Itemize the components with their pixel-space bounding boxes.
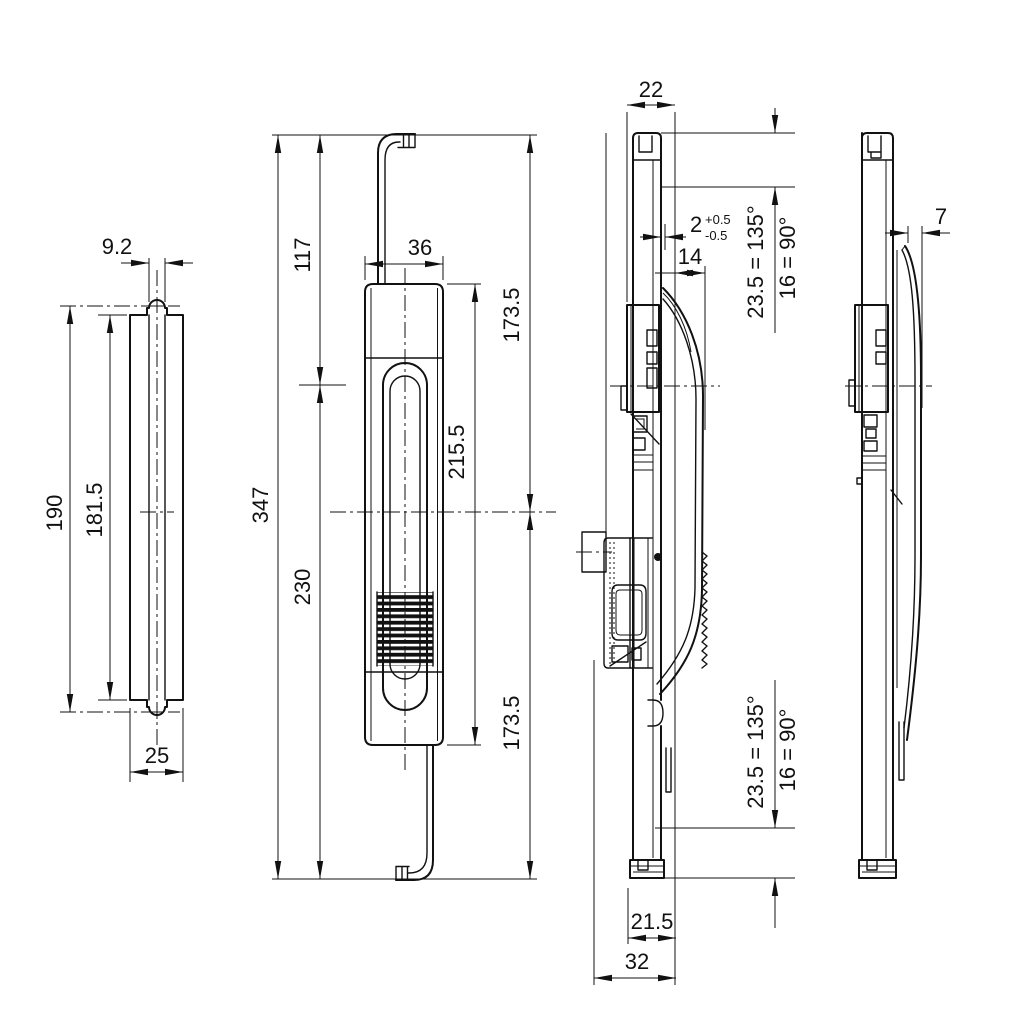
dim-outer-height: 190 bbox=[42, 495, 67, 532]
view-lock-front: 347 117 230 36 215.5 173.5 173.5 bbox=[248, 133, 556, 881]
plate-channel-lines bbox=[148, 314, 166, 701]
side-plate-cap bbox=[632, 132, 662, 161]
closed-plate-cap bbox=[861, 132, 894, 161]
side-pin-lug bbox=[647, 699, 664, 727]
dim-housing-width: 36 bbox=[408, 235, 432, 260]
view-plate-front: 9.2 190 181.5 25 bbox=[42, 234, 193, 782]
dim-protrusion-top-135: 23.5 = 135° bbox=[743, 205, 768, 318]
closed-foot bbox=[858, 859, 897, 879]
dim-handle-distance: 14 bbox=[678, 244, 702, 269]
closed-left-lug bbox=[848, 379, 856, 407]
dim-housing-height: 215.5 bbox=[444, 424, 469, 479]
dim-plate-width: 25 bbox=[145, 743, 169, 768]
dim-slot-width: 9.2 bbox=[102, 234, 133, 259]
dim-handle-protrusion: 7 bbox=[935, 204, 947, 229]
side-housing bbox=[626, 304, 660, 413]
side-foot bbox=[629, 859, 665, 879]
closed-housing bbox=[854, 304, 889, 413]
dim-lower-half: 173.5 bbox=[499, 695, 524, 750]
dim-gap-value: 2 bbox=[690, 212, 702, 237]
latch-slot bbox=[611, 584, 647, 641]
plate-outline bbox=[129, 299, 184, 716]
rod-tip-edge bbox=[665, 747, 672, 793]
dim-gap-tol-plus: +0.5 bbox=[705, 212, 731, 227]
dim-overall-depth: 32 bbox=[625, 949, 649, 974]
dim-upper-half: 173.5 bbox=[499, 287, 524, 342]
dim-upper-rod: 117 bbox=[290, 237, 315, 272]
dim-depth: 22 bbox=[639, 77, 663, 102]
dim-protrusion-bottom-90: 16 = 90° bbox=[775, 709, 800, 792]
closed-plate-edges bbox=[861, 132, 894, 861]
slot-outline bbox=[382, 362, 428, 711]
dim-inner-height: 181.5 bbox=[82, 482, 107, 537]
dim-overall-height: 347 bbox=[248, 487, 273, 524]
housing-outline bbox=[364, 283, 444, 746]
dim-protrusion-bottom-135: 23.5 = 135° bbox=[743, 695, 768, 808]
rivet-head bbox=[654, 553, 662, 561]
upper-hook-end bbox=[397, 133, 416, 149]
plate-centerline bbox=[60, 270, 180, 745]
lower-hook-end bbox=[395, 865, 410, 881]
view-lock-side-open: 22 2 +0.5 -0.5 14 23.5 = 135° 16 = 90° 2… bbox=[576, 77, 800, 985]
lower-rod bbox=[395, 744, 434, 881]
closed-rod-tip bbox=[898, 721, 905, 781]
clamp-block bbox=[581, 531, 607, 573]
upper-rod bbox=[377, 133, 416, 285]
view-lock-side-closed: 7 bbox=[845, 132, 950, 879]
handle-bow-closed bbox=[904, 245, 922, 741]
handle-bow-open bbox=[659, 287, 704, 695]
dim-lower-section: 230 bbox=[290, 569, 315, 606]
dim-gap-tol-minus: -0.5 bbox=[705, 228, 727, 243]
handle-serration bbox=[701, 551, 708, 669]
dim-protrusion-top-90: 16 = 90° bbox=[775, 217, 800, 300]
dim-foot-depth: 21.5 bbox=[631, 909, 674, 934]
side-plate-edges bbox=[632, 159, 662, 861]
lock-centerlines bbox=[330, 268, 556, 770]
hole-center-crosses bbox=[150, 299, 164, 719]
